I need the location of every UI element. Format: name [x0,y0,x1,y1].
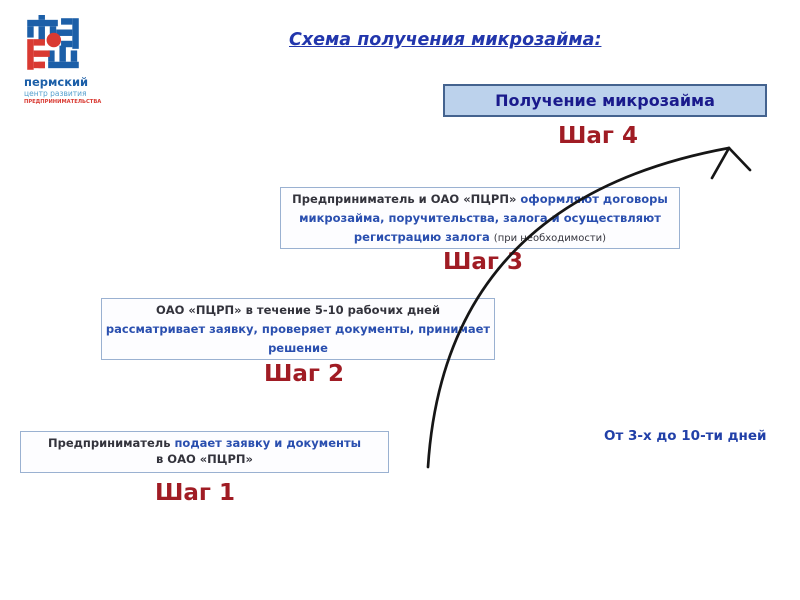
logo-mark-icon [27,15,79,70]
result-box-label: Получение микрозайма [495,91,715,110]
logo-caption: ПРЕДПРИНИМАТЕЛЬСТВА [24,99,102,105]
step-3-box-line-1: Предприниматель и ОАО «ПЦРП» оформляют д… [292,192,668,206]
duration-note: От 3-х до 10-ти дней [604,428,767,444]
step-1-box: Предприниматель подает заявку и документ… [20,431,389,473]
step-1-box-line-1: Предприниматель подает заявку и документ… [47,436,362,450]
step-2-box-line-3: решение [268,341,328,355]
result-box: Получение микрозайма [443,84,767,117]
logo-title: пермский [24,75,89,89]
slide-title: Схема получения микрозайма: [289,30,602,50]
step-2-box-line-1: ОАО «ПЦРП» в течение 5-10 рабочих дней [155,303,441,317]
step-1-box-line-2: в ОАО «ПЦРП» [156,452,253,466]
step-4-label: Шаг 4 [558,123,638,149]
step-3-label: Шаг 3 [443,249,523,275]
step-2-box-line-2: рассматривает заявку, проверяет документ… [105,322,491,336]
step-2-label: Шаг 2 [264,361,344,387]
step-3-box: Предприниматель и ОАО «ПЦРП» оформляют д… [280,187,680,249]
logo-subtitle: центр развития [24,89,87,98]
step-1-label: Шаг 1 [155,480,235,506]
step-3-box-line-3: регистрацию залога (при необходимости) [353,230,607,244]
step-3-box-line-2: микрозайма, поручительства, залога и осу… [299,211,661,225]
logo: пермский центр развития ПРЕДПРИНИМАТЕЛЬС… [24,14,101,109]
step-2-box: ОАО «ПЦРП» в течение 5-10 рабочих дней р… [101,298,495,360]
